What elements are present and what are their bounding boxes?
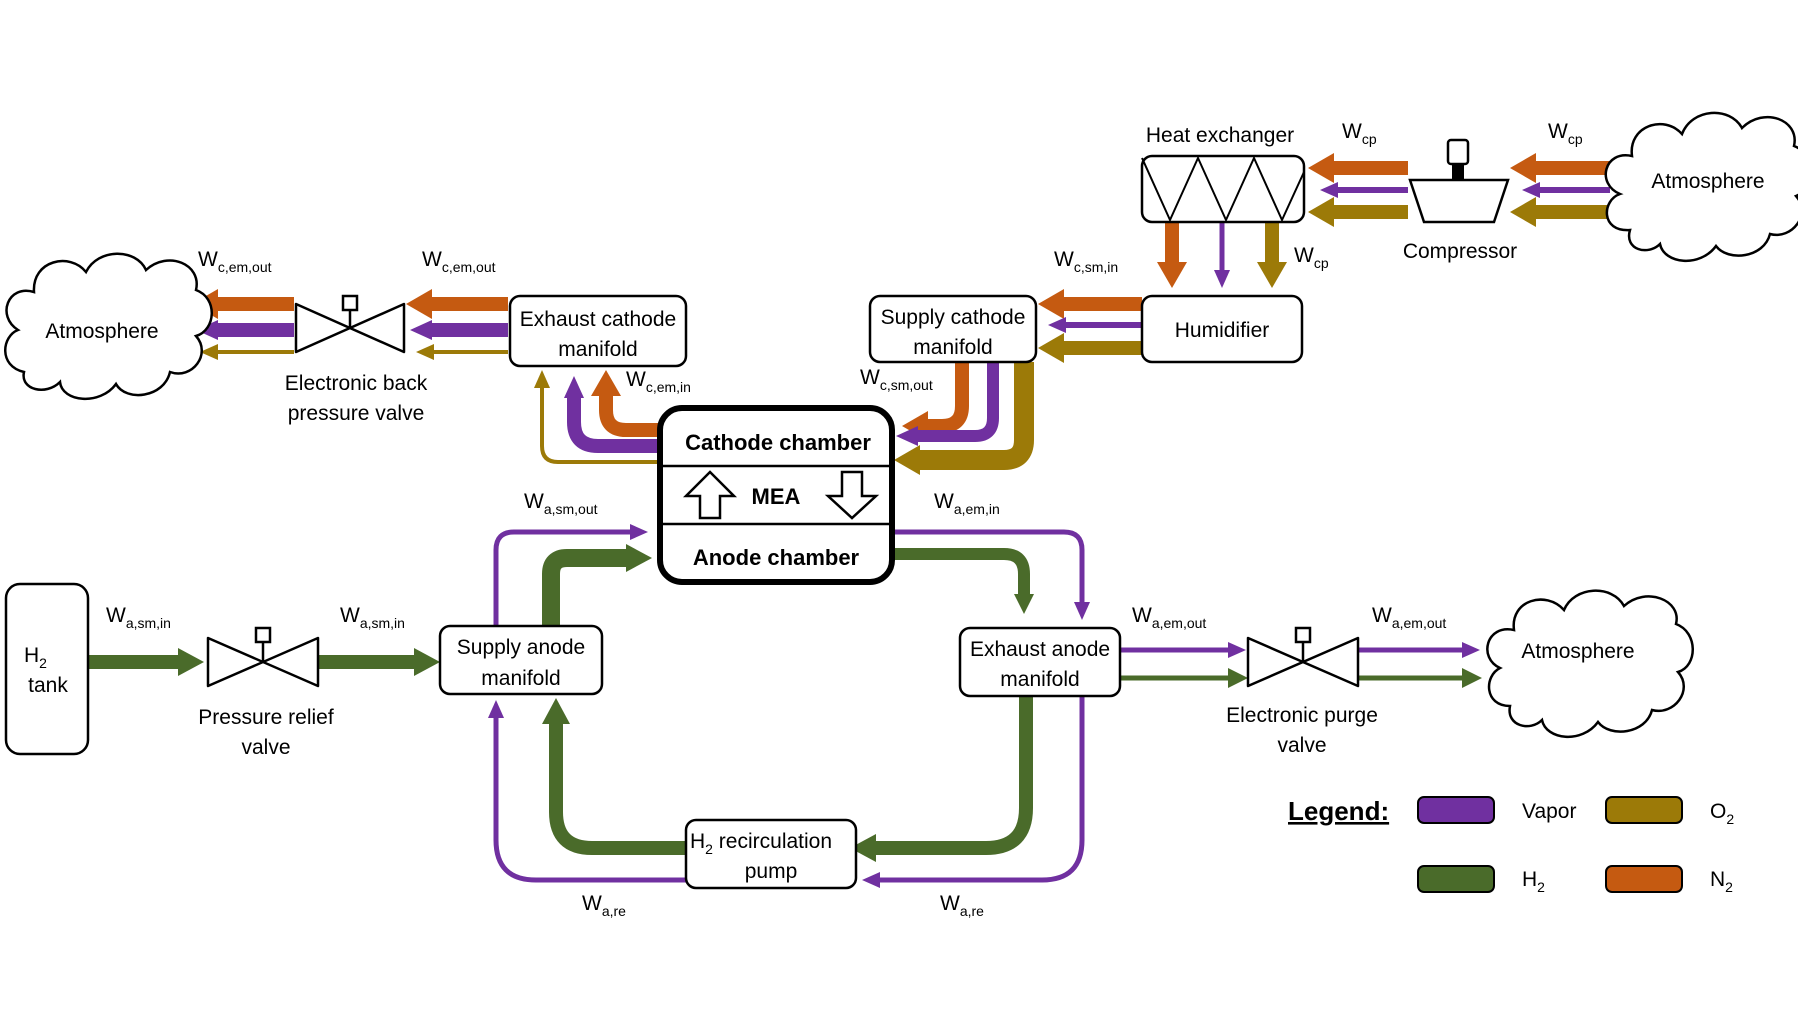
pressure-relief-valve-label-2: valve — [241, 736, 290, 759]
flow-n2-scm-to-cathode — [902, 362, 969, 441]
h2-tank: H2 tank — [4, 582, 90, 756]
h2-tank-label-line2: tank — [28, 674, 68, 697]
humidifier-label: Humidifier — [1175, 319, 1270, 342]
atmosphere-label-left: Atmosphere — [45, 320, 158, 343]
flow-h2-anode-to-eam — [890, 548, 1034, 614]
legend-label-n2: N2 — [1710, 868, 1733, 895]
pump-label-main: H — [690, 830, 705, 853]
legend-label-h2: H2 — [1522, 868, 1545, 895]
h2-tank-label-main: H — [24, 644, 39, 667]
flow-label-w-cp-3: Wcp — [1294, 244, 1329, 271]
flow-label-w-c-em-out-2: Wc,em,out — [422, 248, 496, 275]
h2-tank-label-sub: 2 — [39, 655, 47, 671]
flow-vapor-pump-to-sam — [488, 700, 686, 883]
fuel-cell-stack: Cathode chamber MEA Anode chamber — [657, 405, 895, 585]
recirculation-pump: H2 recirculation pump — [684, 818, 858, 890]
flow-label-w-a-sm-in-2: Wa,sm,in — [340, 604, 405, 631]
flow-vapor-sam-to-anode — [493, 524, 648, 626]
purge-valve-label-2: valve — [1277, 734, 1326, 757]
flow-label-w-cp-1: Wcp — [1342, 120, 1377, 147]
flow-label-w-a-re-1: Wa,re — [582, 892, 626, 919]
atmosphere-cloud-left: Atmosphere — [4, 252, 213, 400]
flow-label-w-a-re-2: Wa,re — [940, 892, 984, 919]
legend-title: Legend: — [1288, 796, 1389, 826]
atmosphere-label-top-right: Atmosphere — [1651, 170, 1764, 193]
supply-anode-manifold-label-1: Supply anode — [457, 636, 585, 659]
legend: Legend: Vapor O2 H2 N2 — [1288, 796, 1734, 895]
supply-cathode-manifold: Supply cathode manifold — [868, 294, 1038, 364]
supply-cathode-manifold-label-2: manifold — [913, 336, 992, 359]
pressure-relief-valve-label-1: Pressure relief — [198, 706, 334, 729]
flow-vapor-anode-to-eam — [890, 529, 1090, 620]
flow-label-w-a-em-out-2: Wa,em,out — [1372, 604, 1446, 631]
heat-exchanger-label: Heat exchanger — [1146, 124, 1294, 147]
flow-label-w-a-sm-out: Wa,sm,out — [524, 490, 598, 517]
pump-label-rest: recirculation — [713, 830, 832, 853]
flow-label-w-a-em-in: Wa,em,in — [934, 490, 1000, 517]
back-pressure-valve: Electronic back pressure valve — [285, 294, 428, 425]
flow-n2-cathode-to-ecm — [591, 370, 660, 437]
exhaust-anode-manifold-label-1: Exhaust anode — [970, 638, 1110, 661]
arrow-up-icon — [682, 470, 738, 520]
supply-anode-manifold: Supply anode manifold — [438, 624, 604, 696]
flow-vapor-eam-to-pump — [862, 696, 1085, 888]
flow-o2-scm-to-cathode — [894, 362, 1034, 475]
legend-swatch-h2 — [1417, 865, 1495, 893]
cathode-chamber-label: Cathode chamber — [685, 430, 871, 455]
flow-o2-cathode-to-ecm — [534, 370, 660, 464]
mea-label: MEA — [752, 484, 801, 509]
exhaust-cathode-manifold-label-1: Exhaust cathode — [520, 308, 676, 331]
exhaust-anode-manifold: Exhaust anode manifold — [958, 626, 1122, 698]
legend-label-vapor: Vapor — [1522, 800, 1576, 823]
flow-label-w-c-em-out-1: Wc,em,out — [198, 248, 272, 275]
atmosphere-cloud-bottom-right: Atmosphere — [1486, 589, 1694, 738]
arrow-down-icon — [824, 470, 880, 520]
back-pressure-valve-label-1: Electronic back — [285, 372, 428, 395]
compressor: Compressor — [1403, 138, 1517, 263]
flow-label-w-c-sm-out: Wc,sm,out — [860, 366, 933, 393]
purge-valve-label-1: Electronic purge — [1226, 704, 1378, 727]
flow-label-w-c-sm-in: Wc,sm,in — [1054, 248, 1118, 275]
flow-h2-eam-to-pump — [850, 696, 1033, 862]
legend-label-o2: O2 — [1710, 800, 1734, 827]
exhaust-cathode-manifold: Exhaust cathode manifold — [508, 294, 688, 368]
anode-chamber-label: Anode chamber — [693, 545, 860, 570]
pressure-relief-valve: Pressure relief valve — [198, 626, 334, 759]
flow-label-w-a-sm-in-1: Wa,sm,in — [106, 604, 171, 631]
exhaust-cathode-manifold-label-2: manifold — [558, 338, 637, 361]
flow-vapor-cathode-to-ecm — [564, 376, 660, 453]
svg-text:H2 recirculation: H2 recirculation — [690, 830, 832, 857]
supply-anode-manifold-label-2: manifold — [481, 667, 560, 690]
heat-exchanger: Heat exchanger — [1140, 124, 1306, 224]
flow-h2-sam-to-anode — [542, 544, 652, 626]
pump-label-line2: pump — [745, 860, 798, 883]
atmosphere-label-bottom-right: Atmosphere — [1521, 640, 1634, 663]
atmosphere-cloud-top-right: Atmosphere — [1604, 111, 1798, 262]
compressor-label: Compressor — [1403, 240, 1517, 263]
flow-label-w-a-em-out-1: Wa,em,out — [1132, 604, 1206, 631]
humidifier: Humidifier — [1140, 294, 1304, 364]
svg-text:H2: H2 — [24, 644, 47, 671]
legend-swatch-o2 — [1605, 796, 1683, 824]
flow-label-w-c-em-in: Wc,em,in — [626, 368, 691, 395]
supply-cathode-manifold-label-1: Supply cathode — [881, 306, 1026, 329]
legend-swatch-vapor — [1417, 796, 1495, 824]
flow-vapor-scm-to-cathode — [896, 362, 999, 446]
flow-h2-pump-to-sam — [542, 698, 686, 855]
purge-valve: Electronic purge valve — [1226, 626, 1378, 757]
exhaust-anode-manifold-label-2: manifold — [1000, 668, 1079, 691]
back-pressure-valve-label-2: pressure valve — [288, 402, 425, 425]
legend-swatch-n2 — [1605, 865, 1683, 893]
flow-label-w-cp-2: Wcp — [1548, 120, 1583, 147]
pump-label-sub: 2 — [705, 841, 713, 857]
